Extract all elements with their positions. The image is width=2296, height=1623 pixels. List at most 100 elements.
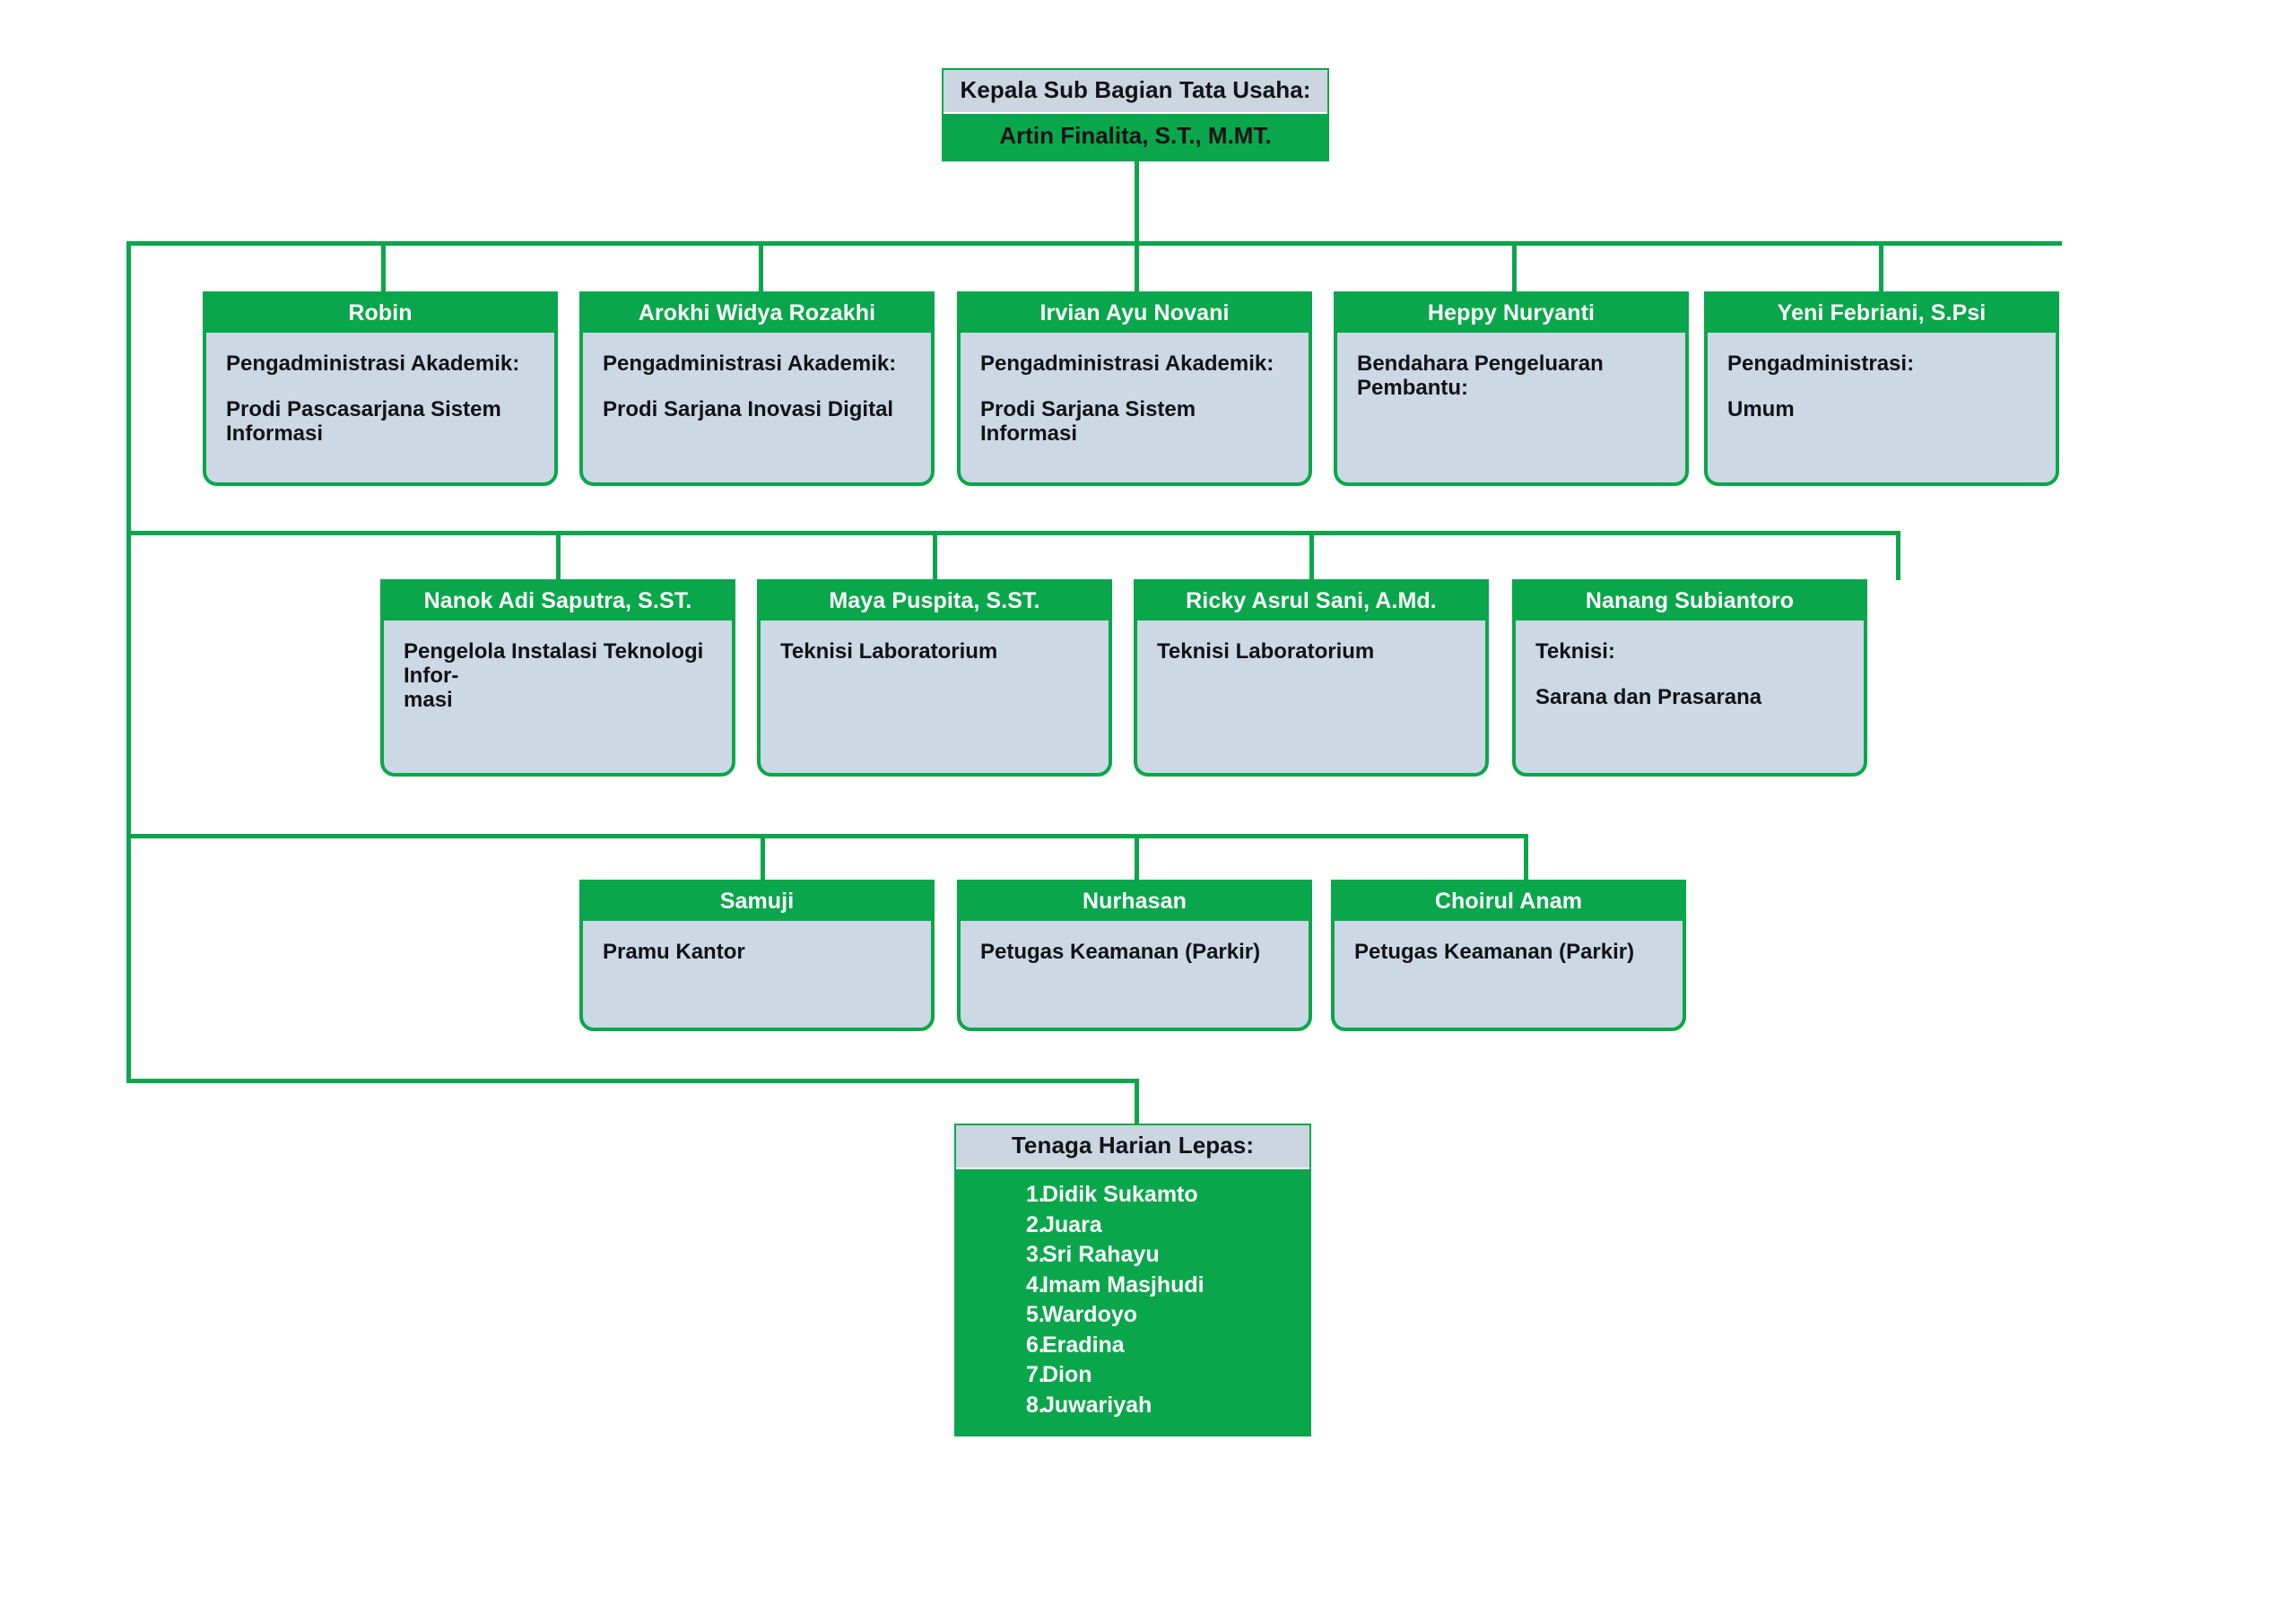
- node-choirul-body: Petugas Keamanan (Parkir): [1335, 921, 1683, 975]
- daily-staff-item: 5.Wardoyo: [956, 1300, 1309, 1331]
- node-heppy-role: Bendahara Pengeluaran Pembantu:: [1357, 352, 1610, 401]
- connector-root-stem: [1135, 157, 1139, 243]
- node-nurhasan-name: Nurhasan: [961, 883, 1309, 922]
- node-yeni-unit: Umum: [1727, 397, 1795, 422]
- connector-row1-drop-4: [1512, 241, 1517, 293]
- daily-staff-item-number: 5.: [1026, 1302, 1045, 1328]
- connector-row3-bus: [126, 834, 1528, 838]
- node-arokhi-unit: Prodi Sarjana Inovasi Digital: [603, 397, 894, 422]
- connector-row2-drop-2: [933, 531, 937, 580]
- connector-row1-drop-1: [381, 241, 386, 293]
- daily-staff-item-number: 7.: [1026, 1362, 1045, 1388]
- node-nurhasan-role: Petugas Keamanan (Parkir): [980, 940, 1261, 965]
- node-nanang-role: Teknisi:: [1535, 639, 1615, 664]
- node-maya-role: Teknisi Laboratorium: [780, 639, 998, 664]
- connector-row1-drop-2: [759, 241, 763, 293]
- daily-staff-item: 4.Imam Masjhudi: [956, 1271, 1309, 1301]
- node-nanok-body: Pengelola Instalasi Teknologi Infor- mas…: [384, 621, 732, 722]
- daily-staff-item: 7.Dion: [956, 1360, 1309, 1391]
- connector-row2-bus: [126, 531, 1900, 535]
- node-irvian-unit: Prodi Sarjana Sistem Informasi: [980, 397, 1202, 446]
- daily-staff-item: 3.Sri Rahayu: [956, 1240, 1309, 1271]
- node-root-title: Kepala Sub Bagian Tata Usaha:: [944, 70, 1327, 115]
- connector-left-trunk: [126, 241, 131, 1082]
- connector-row2-drop-4: [1896, 531, 1900, 580]
- node-maya-puspita[interactable]: Maya Puspita, S.ST. Teknisi Laboratorium: [757, 579, 1112, 777]
- node-maya-body: Teknisi Laboratorium: [761, 621, 1109, 674]
- daily-staff-item-name: Wardoyo: [1042, 1302, 1138, 1328]
- tenaga-harian-lepas-title: Tenaga Harian Lepas:: [956, 1125, 1309, 1170]
- node-root-kepala-sub-bagian[interactable]: Kepala Sub Bagian Tata Usaha: Artin Fina…: [942, 68, 1329, 162]
- daily-staff-item-number: 4.: [1026, 1271, 1045, 1298]
- node-arokhi-body: Pengadministrasi Akademik: Prodi Sarjana…: [583, 333, 931, 431]
- node-nanang-unit: Sarana dan Prasarana: [1535, 685, 1762, 710]
- connector-row1-bus: [126, 241, 2062, 246]
- connector-bottom-drop: [1135, 1079, 1139, 1127]
- node-yeni-role: Pengadministrasi:: [1727, 352, 1915, 377]
- node-root-name: Artin Finalita, S.T., M.MT.: [944, 114, 1327, 161]
- daily-staff-item-number: 2.: [1026, 1211, 1045, 1237]
- daily-staff-item: 6.Eradina: [956, 1331, 1309, 1361]
- node-maya-name: Maya Puspita, S.ST.: [761, 583, 1109, 621]
- node-yeni-name: Yeni Febriani, S.Psi: [1708, 295, 2056, 334]
- node-nanok-role: Pengelola Instalasi Teknologi Infor- mas…: [404, 639, 704, 712]
- connector-row1-drop-3: [1135, 241, 1139, 293]
- node-irvian-name: Irvian Ayu Novani: [961, 295, 1309, 334]
- connector-row3-drop-1: [761, 834, 765, 881]
- node-yeni-febriani[interactable]: Yeni Febriani, S.Psi Pengadministrasi: U…: [1704, 291, 2059, 486]
- node-samuji-name: Samuji: [583, 883, 931, 922]
- node-nanang-name: Nanang Subiantoro: [1516, 583, 1864, 621]
- node-irvian-role: Pengadministrasi Akademik:: [980, 352, 1274, 377]
- daily-staff-item-name: Didik Sukamto: [1042, 1182, 1198, 1208]
- node-arokhi-role: Pengadministrasi Akademik:: [603, 352, 897, 377]
- node-nanok-adi-saputra[interactable]: Nanok Adi Saputra, S.ST. Pengelola Insta…: [380, 579, 735, 777]
- node-ricky-role: Teknisi Laboratorium: [1157, 639, 1375, 664]
- node-samuji[interactable]: Samuji Pramu Kantor: [579, 880, 935, 1031]
- node-irvian-body: Pengadministrasi Akademik: Prodi Sarjana…: [961, 333, 1309, 456]
- daily-staff-item-name: Juwariyah: [1042, 1392, 1152, 1418]
- daily-staff-item-number: 3.: [1026, 1242, 1045, 1268]
- node-nurhasan-body: Petugas Keamanan (Parkir): [961, 921, 1309, 975]
- node-yeni-body: Pengadministrasi: Umum: [1708, 333, 2056, 431]
- node-choirul-role: Petugas Keamanan (Parkir): [1354, 940, 1635, 965]
- node-samuji-body: Pramu Kantor: [583, 921, 931, 975]
- daily-staff-item-number: 1.: [1026, 1182, 1045, 1208]
- daily-staff-item-name: Dion: [1042, 1362, 1092, 1388]
- node-ricky-asrul-sani[interactable]: Ricky Asrul Sani, A.Md. Teknisi Laborato…: [1134, 579, 1489, 777]
- daily-staff-item-number: 8.: [1026, 1392, 1045, 1418]
- node-nanang-subiantoro[interactable]: Nanang Subiantoro Teknisi: Sarana dan Pr…: [1512, 579, 1867, 777]
- node-irvian-ayu-novani[interactable]: Irvian Ayu Novani Pengadministrasi Akade…: [957, 291, 1312, 486]
- daily-staff-item: 2.Juara: [956, 1211, 1309, 1241]
- daily-staff-item-name: Eradina: [1042, 1332, 1125, 1358]
- connector-row2-drop-3: [1309, 531, 1314, 580]
- connector-row3-drop-3: [1524, 834, 1528, 881]
- node-robin[interactable]: Robin Pengadministrasi Akademik: Prodi P…: [203, 291, 558, 486]
- connector-bottom-bus: [126, 1079, 1139, 1083]
- daily-staff-item-name: Sri Rahayu: [1042, 1242, 1160, 1268]
- connector-row1-drop-5: [1879, 241, 1883, 293]
- node-heppy-nuryanti[interactable]: Heppy Nuryanti Bendahara Pengeluaran Pem…: [1334, 291, 1689, 486]
- node-heppy-name: Heppy Nuryanti: [1337, 295, 1685, 334]
- node-nurhasan[interactable]: Nurhasan Petugas Keamanan (Parkir): [957, 880, 1312, 1031]
- node-ricky-name: Ricky Asrul Sani, A.Md.: [1137, 583, 1485, 621]
- node-arokhi-widya-rozakhi[interactable]: Arokhi Widya Rozakhi Pengadministrasi Ak…: [579, 291, 935, 486]
- node-choirul-anam[interactable]: Choirul Anam Petugas Keamanan (Parkir): [1331, 880, 1686, 1031]
- node-choirul-name: Choirul Anam: [1335, 883, 1683, 922]
- daily-staff-item: 8.Juwariyah: [956, 1391, 1309, 1421]
- daily-staff-item-name: Juara: [1042, 1211, 1102, 1237]
- daily-staff-item: 1.Didik Sukamto: [956, 1180, 1309, 1211]
- node-nanang-body: Teknisi: Sarana dan Prasarana: [1516, 621, 1864, 719]
- node-robin-role: Pengadministrasi Akademik:: [226, 352, 520, 377]
- node-nanok-name: Nanok Adi Saputra, S.ST.: [384, 583, 732, 621]
- daily-staff-item-number: 6.: [1026, 1332, 1045, 1358]
- node-heppy-body: Bendahara Pengeluaran Pembantu:: [1337, 333, 1685, 410]
- node-samuji-role: Pramu Kantor: [603, 940, 745, 965]
- connector-row3-drop-2: [1135, 834, 1139, 881]
- node-arokhi-name: Arokhi Widya Rozakhi: [583, 295, 931, 334]
- node-robin-unit: Prodi Pascasarjana Sistem Informasi: [226, 397, 508, 446]
- node-ricky-body: Teknisi Laboratorium: [1137, 621, 1485, 674]
- connector-row2-drop-1: [556, 531, 561, 580]
